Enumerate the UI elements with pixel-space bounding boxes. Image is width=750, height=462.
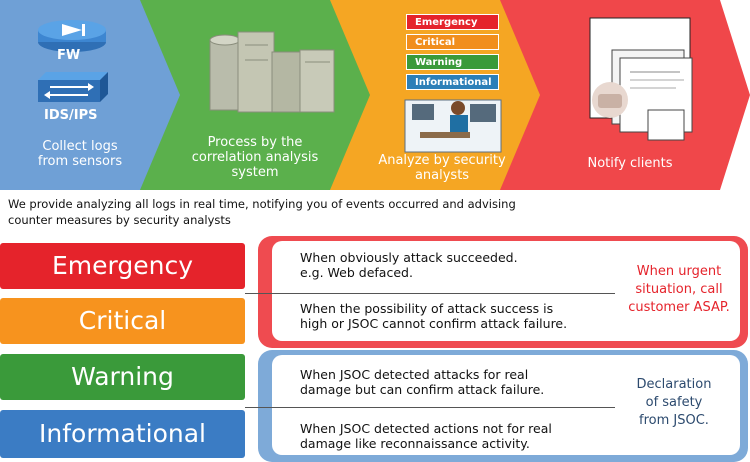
desc-critical: When the possibility of attack success i… xyxy=(300,301,568,331)
safety-note: Declaration of safety from JSOC. xyxy=(636,377,712,428)
ids-label: IDS/IPS xyxy=(44,108,98,123)
server-rack-icon xyxy=(209,31,335,113)
severity-critical: Critical xyxy=(0,298,245,344)
router-icon xyxy=(38,20,106,52)
documents-icon xyxy=(589,17,693,141)
desc-informational: When JSOC detected actions not for real … xyxy=(300,421,552,451)
step-label-process: Process by the correlation analysis syst… xyxy=(191,135,319,180)
level-tag-critical: Critical xyxy=(406,34,499,50)
step-label-collect: Collect logs from sensors xyxy=(37,139,123,169)
divider-emergency-critical xyxy=(245,293,615,294)
switch-icon xyxy=(38,72,108,102)
severity-warning: Warning xyxy=(0,354,245,400)
intro-text: We provide analyzing all logs in real ti… xyxy=(8,197,516,227)
desc-warning: When JSOC detected attacks for real dama… xyxy=(300,367,545,397)
safety-group-inner xyxy=(272,355,740,455)
urgent-group-inner xyxy=(272,241,740,341)
analyst-icon xyxy=(404,99,502,153)
severity-emergency: Emergency xyxy=(0,243,245,289)
level-tag-informational: Informational xyxy=(406,74,499,90)
level-tag-warning: Warning xyxy=(406,54,499,70)
urgent-note: When urgent situation, call customer ASA… xyxy=(628,264,730,315)
desc-emergency: When obviously attack succeeded. e.g. We… xyxy=(300,250,518,280)
severity-informational: Informational xyxy=(0,410,245,458)
step-label-analyze: Analyze by security analysts xyxy=(378,153,506,183)
step-label-notify: Notify clients xyxy=(587,156,673,171)
fw-label: FW xyxy=(57,48,81,63)
level-tag-emergency: Emergency xyxy=(406,14,499,30)
divider-warning-informational xyxy=(245,407,615,408)
flow-arrows xyxy=(0,0,750,190)
